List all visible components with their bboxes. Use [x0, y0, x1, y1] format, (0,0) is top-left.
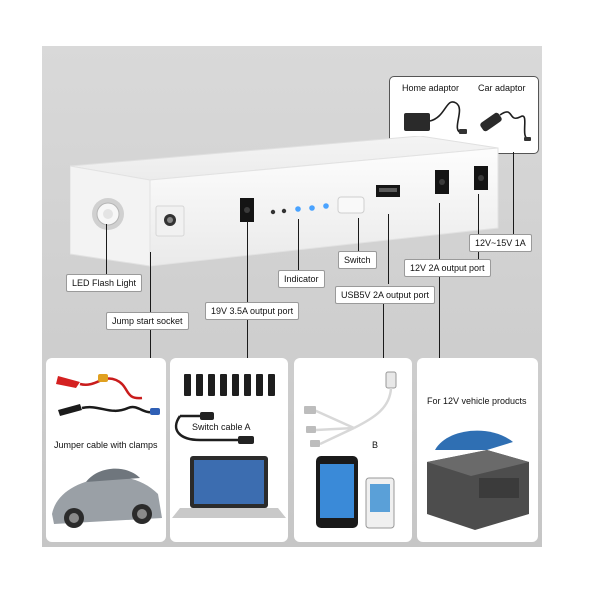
usb-cable-icon — [304, 371, 397, 447]
adaptor-images — [404, 101, 531, 141]
leader-voltage-in — [513, 152, 514, 234]
smartphone-icon — [316, 456, 358, 528]
power-bank — [70, 136, 499, 267]
media-player-icon — [365, 477, 395, 529]
laptop-icon — [172, 456, 286, 518]
car-adaptor-icon — [480, 111, 531, 141]
dc-input-port-icon — [474, 166, 488, 190]
callout-12v-output: 12V 2A output port — [404, 259, 491, 277]
sports-car-icon — [52, 468, 162, 528]
jumper-cable-image — [52, 374, 162, 528]
callout-flash-light: LED Flash Light — [66, 274, 143, 292]
leader-12v-output — [478, 194, 479, 259]
leader-switch — [358, 218, 359, 260]
indicator-leds — [270, 203, 329, 215]
leader-indicator — [298, 219, 299, 271]
callout-indicator: Indicator — [278, 270, 325, 288]
leader-usb-panel — [383, 286, 384, 358]
black-clamp-icon — [58, 404, 160, 416]
cable-a-icon — [174, 412, 254, 444]
output-12v-port-icon — [435, 170, 449, 194]
usb-cable-image — [304, 371, 397, 529]
panel-jumper-cable: Jumper cable with clamps — [46, 358, 166, 542]
callout-voltage-in: 12V~15V 1A — [469, 234, 532, 252]
dc-tips-icon — [184, 374, 275, 396]
callout-19v-output: 19V 3.5A output port — [205, 302, 300, 320]
switch-icon — [337, 196, 365, 214]
panel-switch-cable-caption: Switch cable A — [192, 422, 251, 432]
callout-jump-socket: Jump start socket — [106, 312, 189, 330]
panel-usb-caption: B — [372, 440, 379, 450]
panel-switch-cable: Switch cable A — [170, 358, 288, 542]
product-stage: Home adaptor Car adaptor — [42, 46, 542, 547]
home-adaptor-icon — [404, 101, 467, 134]
home-adaptor-label: Home adaptor — [402, 83, 460, 93]
callout-usb-output: USB5V 2A output port — [335, 286, 436, 304]
car-cooler-icon — [427, 430, 529, 530]
callout-switch: Switch — [338, 251, 377, 269]
car-cooler-image — [427, 430, 529, 530]
led-flash-light-icon — [92, 198, 124, 230]
panel-vehicle-caption: For 12V vehicle products — [427, 396, 527, 406]
leader-flash-light — [106, 224, 107, 274]
leader-19v — [247, 221, 248, 358]
output-19v-port-icon — [240, 198, 254, 222]
car-adaptor-label: Car adaptor — [478, 83, 526, 93]
usb-port-icon — [376, 185, 400, 197]
red-clamp-icon — [56, 374, 143, 400]
leader-jump-socket — [150, 252, 151, 358]
panel-vehicle-products: For 12V vehicle products — [417, 358, 538, 542]
panel-jumper-caption: Jumper cable with clamps — [54, 440, 158, 450]
leader-usb — [388, 214, 389, 284]
panel-usb-cable: B — [294, 358, 412, 542]
switch-cable-image — [172, 374, 286, 518]
leader-12v-output-panel — [439, 203, 440, 358]
jump-start-socket-icon — [155, 205, 185, 237]
